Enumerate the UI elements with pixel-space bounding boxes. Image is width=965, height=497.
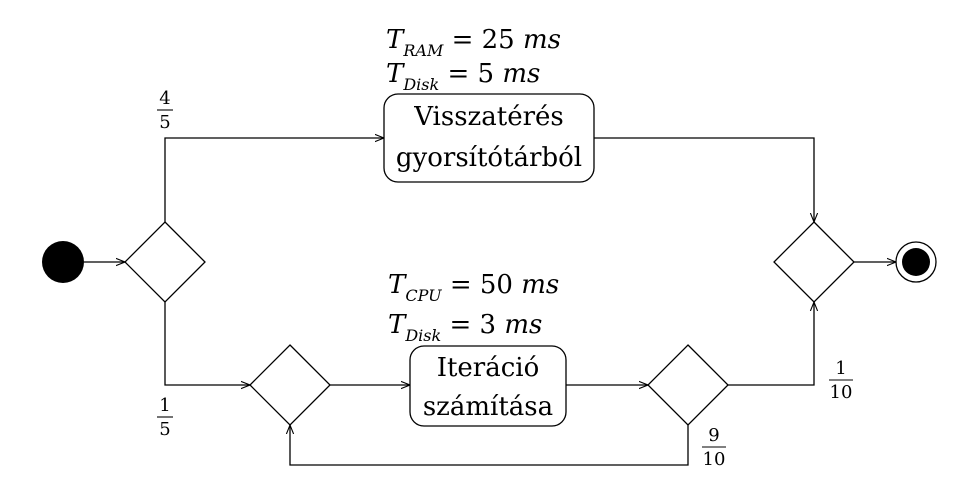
prob-loop: 9 10 — [702, 425, 726, 470]
prob-lower-num: 1 — [159, 395, 170, 416]
edge-cache-to-merge — [594, 137, 814, 222]
decision-node-final-merge — [773, 221, 855, 303]
prob-exit-num: 1 — [835, 358, 846, 379]
decision-node-split — [124, 221, 206, 303]
edge-to-cache — [164, 138, 384, 222]
prob-loop-den: 10 — [703, 449, 726, 470]
iteration-box-line2: számítása — [423, 392, 553, 422]
edge-loop-back — [290, 425, 689, 466]
initial-node — [42, 241, 84, 283]
decision-node-loop-merge — [249, 344, 331, 426]
final-node-inner — [902, 248, 930, 276]
iteration-box-line1: Iteráció — [437, 353, 540, 383]
iteration-box — [409, 345, 567, 427]
prob-upper-num: 4 — [159, 88, 170, 109]
prob-exit: 1 10 — [829, 358, 853, 403]
cache-box-line2: gyorsítótárból — [396, 143, 582, 173]
prob-lower: 1 5 — [157, 395, 173, 440]
edge-to-loop-decision — [164, 302, 250, 385]
lower-timing-line1: TCPU = 50 ms — [388, 270, 559, 305]
prob-upper-den: 5 — [159, 112, 170, 133]
prob-lower-den: 5 — [159, 419, 170, 440]
decision-node-check — [647, 344, 729, 426]
prob-exit-den: 10 — [830, 382, 853, 403]
prob-upper: 4 5 — [157, 88, 173, 133]
cache-box-line1: Visszatérés — [413, 102, 564, 132]
upper-timing-line2: TDisk = 5 ms — [386, 59, 540, 94]
lower-timing-line2: TDisk = 3 ms — [388, 310, 542, 345]
prob-loop-num: 9 — [708, 425, 719, 446]
edge-check-to-merge — [728, 302, 814, 386]
upper-timing-line1: TRAM = 25 ms — [386, 25, 561, 60]
